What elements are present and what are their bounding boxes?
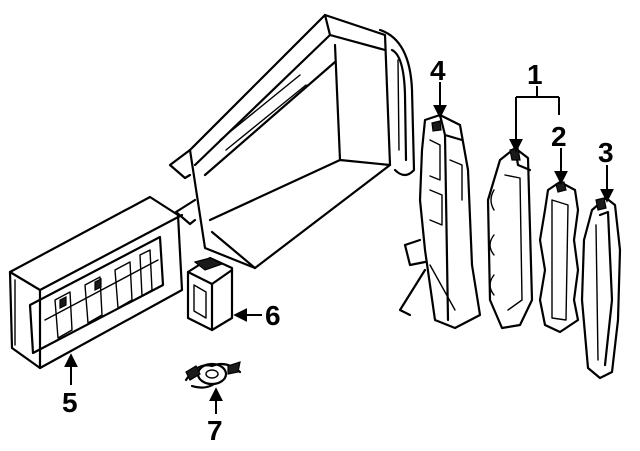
callout-2: 2 <box>551 121 567 152</box>
callout-5: 5 <box>62 387 78 418</box>
callout-1: 1 <box>527 59 543 90</box>
callout-4: 4 <box>430 55 446 86</box>
callout-6: 6 <box>265 300 281 331</box>
part-2-gasket <box>538 180 580 334</box>
part-7-bulb-socket <box>184 361 242 389</box>
part-6-marker-lamp <box>186 256 234 332</box>
callout-7: 7 <box>207 415 223 446</box>
part-3-lens <box>580 196 622 380</box>
callout-3: 3 <box>598 137 614 168</box>
leader-lines <box>64 82 614 414</box>
part-5-license-lamp-housing <box>8 195 184 370</box>
lamp-housing-bracket <box>168 13 416 270</box>
part-4-lamp-mount <box>398 113 482 330</box>
part-1-tail-lamp-housing <box>486 146 534 330</box>
